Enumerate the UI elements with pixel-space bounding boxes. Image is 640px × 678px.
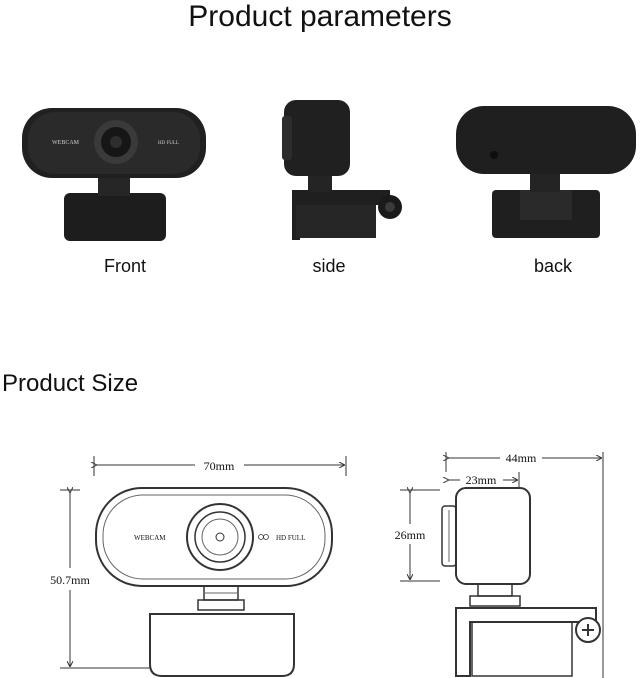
front-caption: Front — [103, 256, 146, 276]
front-drawing-hd-label: HD FULL — [276, 534, 305, 542]
front-view-image: WEBCAM HD FULL — [22, 108, 206, 241]
front-height-label: 50.7mm — [50, 573, 90, 587]
dimension-drawings: 70mm 50.7mm WEBCAM HD FULL 44mm — [50, 451, 604, 678]
front-width-label: 70mm — [204, 459, 235, 473]
side-height-label: 26mm — [395, 528, 426, 542]
product-views: WEBCAM HD FULL — [22, 100, 636, 241]
side-dimension-drawing: 44mm 23mm 26mm — [395, 451, 604, 678]
side-view-image — [282, 100, 402, 240]
page-title: Product parameters — [188, 0, 452, 33]
product-size-title: Product Size — [2, 370, 139, 397]
front-webcam-label: WEBCAM — [52, 140, 80, 146]
front-dimension-drawing: 70mm 50.7mm WEBCAM HD FULL — [50, 456, 347, 677]
back-view-image — [456, 106, 636, 238]
side-lens-depth-label: 23mm — [466, 473, 497, 487]
back-caption: back — [533, 256, 573, 276]
side-caption: side — [312, 256, 346, 276]
front-drawing-webcam-label: WEBCAM — [134, 534, 166, 542]
side-depth-label: 44mm — [506, 451, 537, 465]
front-hd-label: HD FULL — [158, 141, 179, 146]
